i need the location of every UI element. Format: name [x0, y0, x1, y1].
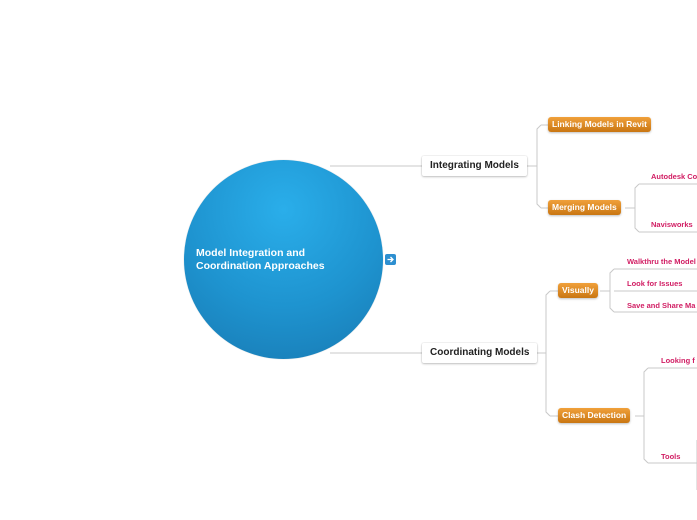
subtopic-linking-models[interactable]: Linking Models in Revit	[548, 117, 651, 132]
subtopic-visually[interactable]: Visually	[558, 283, 598, 298]
subtopic-merging-models[interactable]: Merging Models	[548, 200, 621, 215]
arrow-right-icon[interactable]	[385, 254, 396, 265]
branch-coordinating-models[interactable]: Coordinating Models	[422, 343, 538, 363]
branch-integrating-models[interactable]: Integrating Models	[422, 156, 527, 176]
central-topic-label: Model Integration and Coordination Appro…	[196, 247, 325, 272]
leaf-tools[interactable]: Tools	[661, 452, 681, 461]
leaf-save-and-share[interactable]: Save and Share Ma	[627, 301, 696, 310]
leaf-walkthru-model[interactable]: Walkthru the Model	[627, 257, 696, 266]
leaf-looking-for[interactable]: Looking f	[661, 356, 695, 365]
leaf-autodesk[interactable]: Autodesk Co	[651, 172, 697, 181]
central-topic[interactable]	[184, 160, 383, 359]
leaf-navisworks[interactable]: Navisworks	[651, 220, 693, 229]
leaf-look-for-issues[interactable]: Look for Issues	[627, 279, 683, 288]
subtopic-clash-detection[interactable]: Clash Detection	[558, 408, 631, 423]
